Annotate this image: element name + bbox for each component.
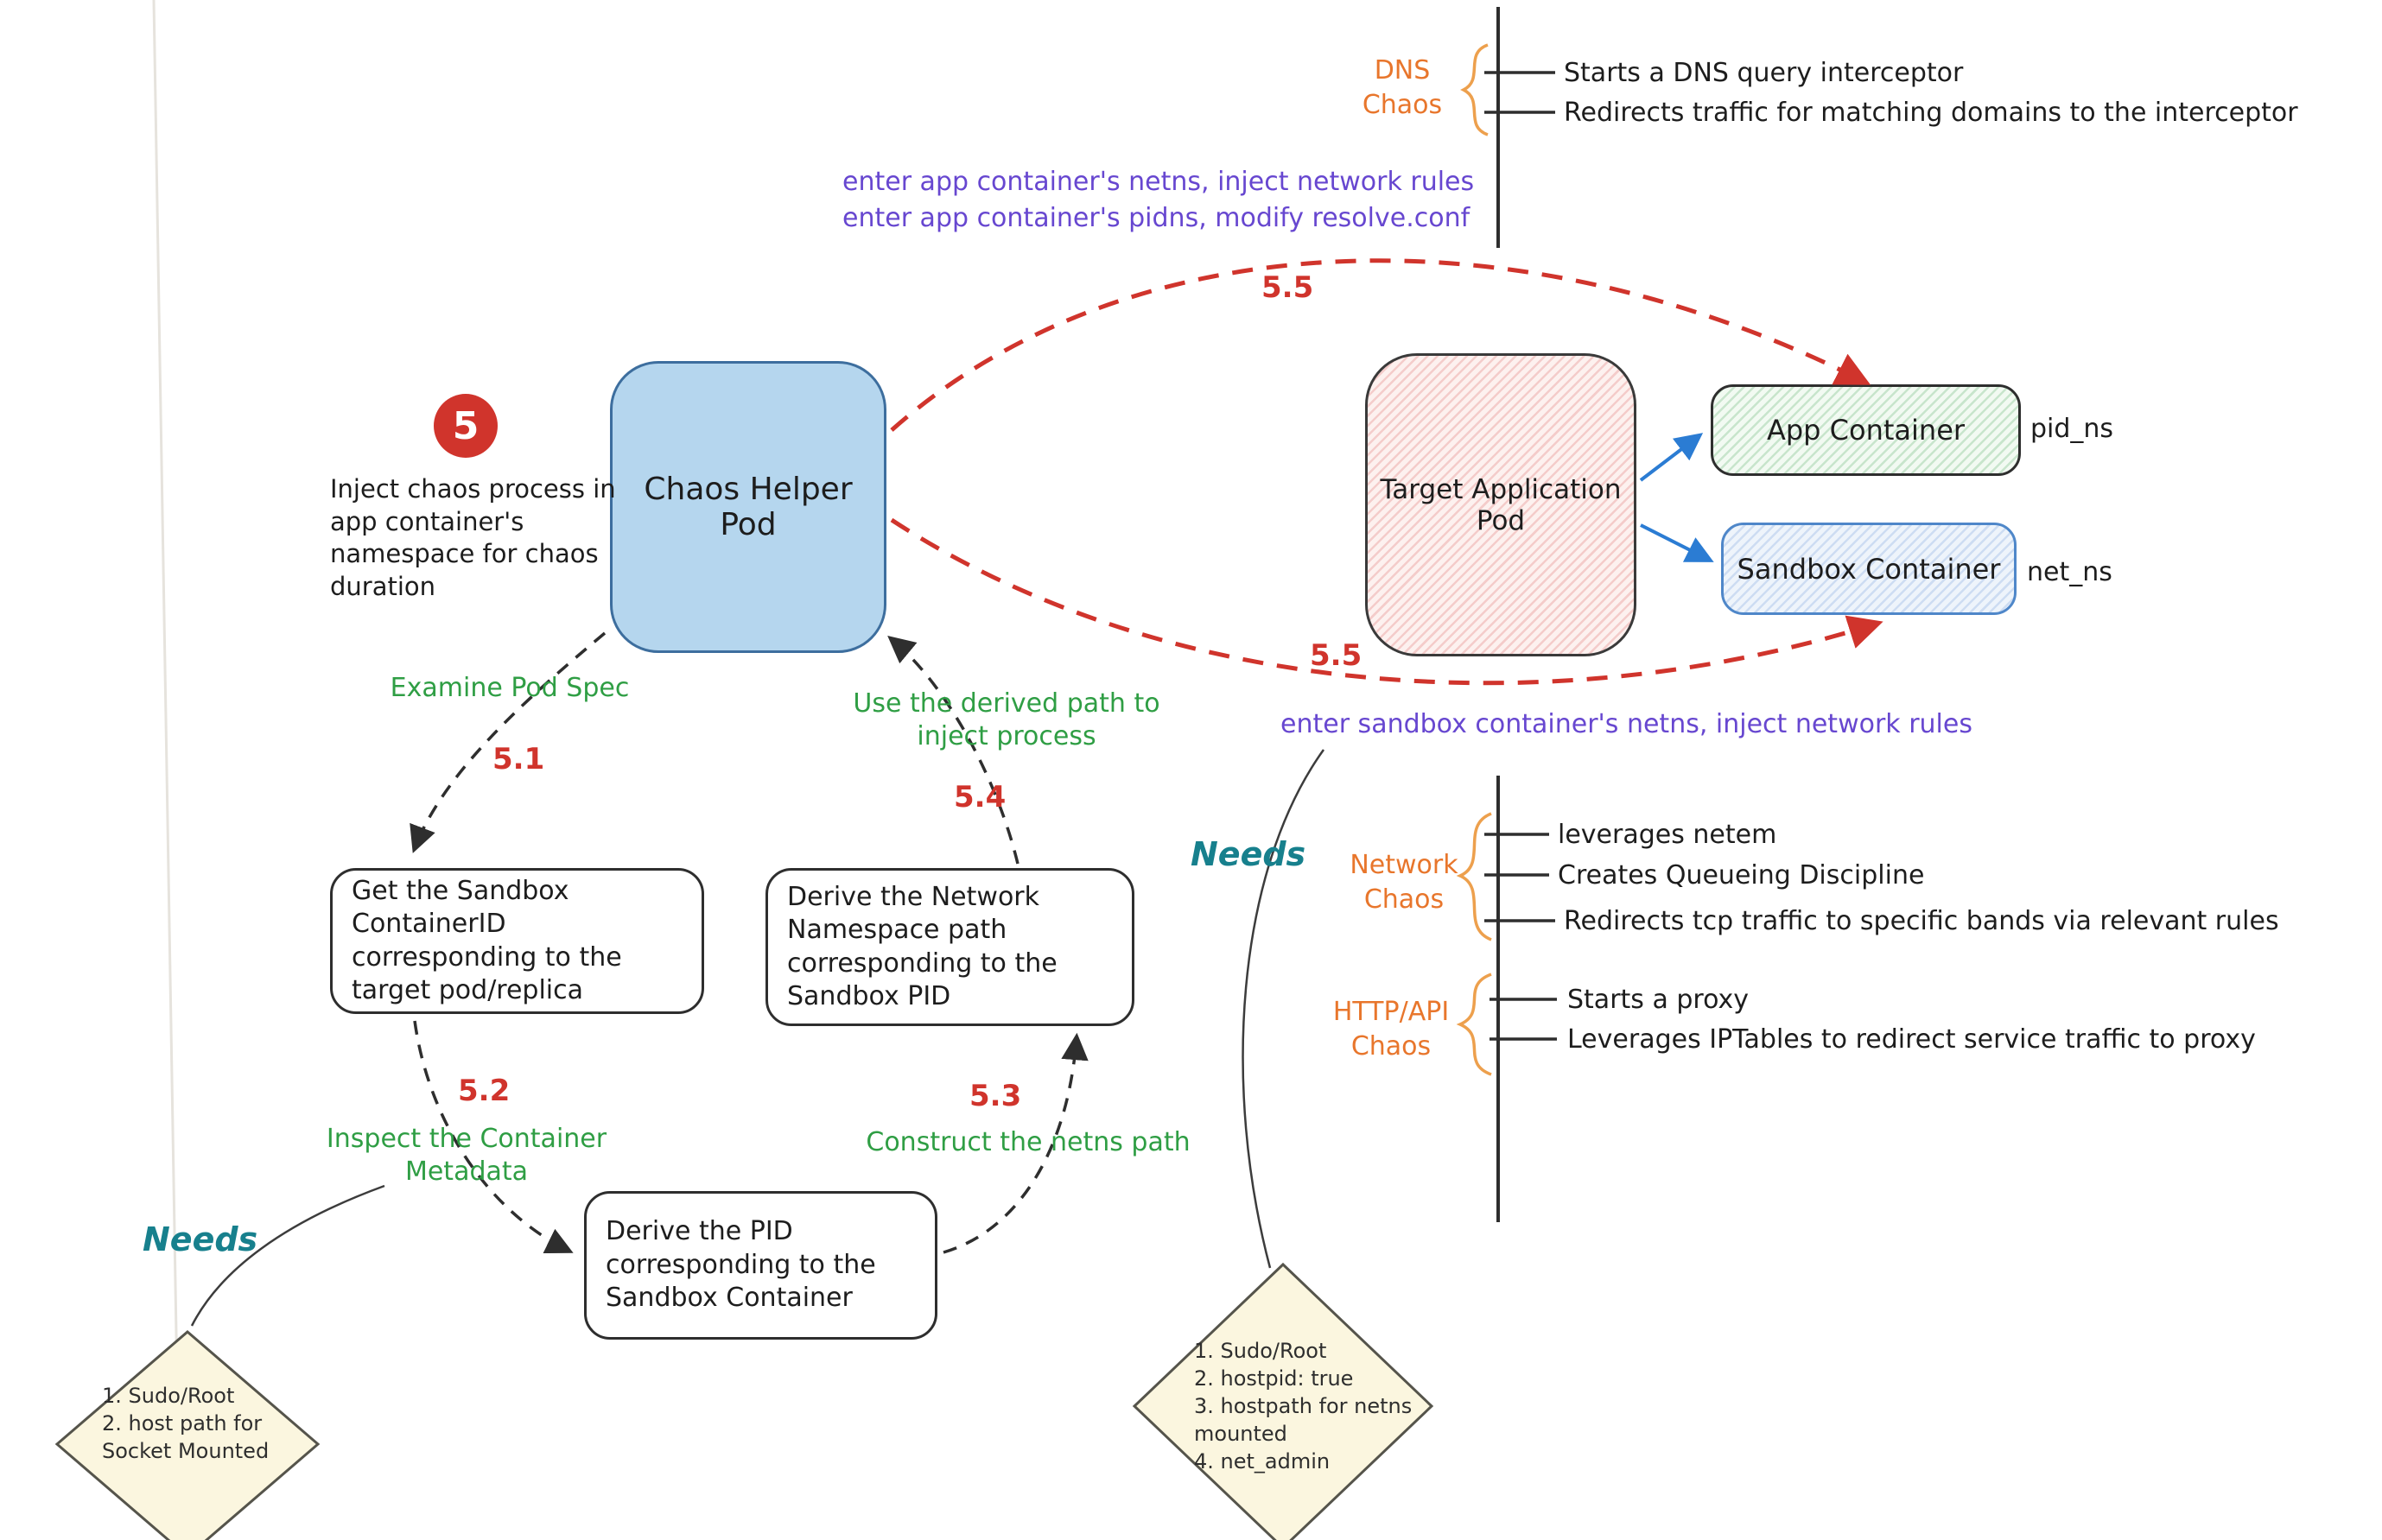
purple-note-app-netns: enter app container's netns, inject netw… bbox=[842, 167, 1475, 197]
edge-label-examine-pod-spec: Examine Pod Spec bbox=[390, 673, 630, 703]
process-box-derive-pid: Derive the PID corresponding to the Sand… bbox=[584, 1191, 937, 1340]
needs-curve-right bbox=[1242, 749, 1325, 1269]
step-badge-number: 5 bbox=[452, 403, 480, 448]
http-api-chaos-item-1: Starts a proxy bbox=[1567, 985, 1750, 1015]
step-label-5-1: 5.1 bbox=[492, 742, 545, 776]
edge-5-1-examine-pod-spec bbox=[410, 631, 607, 853]
dns-chaos-label: DNS Chaos bbox=[1362, 55, 1443, 120]
edge-label-inspect-container-metadata: Inspect the Container Metadata bbox=[326, 1124, 607, 1187]
network-chaos-item-1: leverages netem bbox=[1558, 820, 1777, 850]
process-box-get-sandbox-id: Get the Sandbox ContainerID correspondin… bbox=[330, 868, 704, 1014]
annotation-inject-chaos: Inject chaos process in app container's … bbox=[330, 474, 616, 602]
brace-dns-chaos bbox=[1460, 43, 1489, 136]
dns-chaos-item-1: Starts a DNS query interceptor bbox=[1564, 58, 1964, 88]
edge-label-use-derived-path: Use the derived path to inject process bbox=[853, 688, 1160, 751]
needs-diamond-right bbox=[1132, 1262, 1434, 1540]
step-label-5-5-top: 5.5 bbox=[1261, 270, 1314, 305]
needs-label-right: Needs bbox=[1191, 835, 1306, 873]
sandbox-container-node: Sandbox Container bbox=[1721, 523, 2017, 615]
pid-ns-label: pid_ns bbox=[2030, 414, 2114, 444]
purple-note-sandbox-netns: enter sandbox container's netns, inject … bbox=[1280, 709, 1972, 739]
app-container-label: App Container bbox=[1766, 414, 1966, 447]
needs-label-left: Needs bbox=[143, 1220, 258, 1258]
chaos-helper-pod-node: Chaos Helper Pod bbox=[610, 361, 886, 653]
edge-label-construct-netns-path: Construct the netns path bbox=[866, 1127, 1191, 1157]
process-box-derive-pid-text: Derive the PID corresponding to the Sand… bbox=[606, 1216, 876, 1314]
brace-network-chaos bbox=[1456, 812, 1492, 941]
target-application-pod-node: Target Application Pod bbox=[1365, 353, 1636, 656]
network-chaos-label: Network Chaos bbox=[1350, 850, 1458, 915]
needs-diamond-left bbox=[54, 1330, 321, 1540]
step-label-5-2: 5.2 bbox=[458, 1074, 511, 1108]
needs-curve-left bbox=[190, 1184, 385, 1327]
network-chaos-item-3: Redirects tcp traffic to specific bands … bbox=[1564, 906, 2279, 936]
stray-sketch-line bbox=[152, 0, 181, 1540]
purple-note-app-pidns: enter app container's pidns, modify reso… bbox=[842, 203, 1470, 233]
needs-diamond-right-text: 1. Sudo/Root 2. hostpid: true 3. hostpat… bbox=[1194, 1339, 1413, 1473]
target-application-pod-label: Target Application Pod bbox=[1380, 473, 1622, 536]
edge-5-4-inject-process bbox=[887, 635, 1019, 865]
network-chaos-item-2: Creates Queueing Discipline bbox=[1558, 860, 1925, 890]
edge-5-3-construct-netns-path bbox=[943, 1032, 1089, 1254]
step-label-5-4: 5.4 bbox=[954, 780, 1007, 814]
edge-target-to-sandbox-container bbox=[1640, 523, 1714, 562]
edge-target-to-app-container bbox=[1639, 433, 1704, 482]
chaos-helper-pod-label: Chaos Helper Pod bbox=[644, 472, 853, 542]
process-box-get-sandbox-id-text: Get the Sandbox ContainerID correspondin… bbox=[352, 875, 622, 1005]
http-api-chaos-item-2: Leverages IPTables to redirect service t… bbox=[1567, 1024, 2256, 1055]
edge-5-5-to-sandbox-container bbox=[890, 517, 1883, 686]
step-badge: 5 bbox=[434, 394, 498, 458]
dns-chaos-item-2: Redirects traffic for matching domains t… bbox=[1564, 98, 2298, 128]
step-label-5-3: 5.3 bbox=[969, 1079, 1022, 1113]
process-box-derive-netns-path-text: Derive the Network Namespace path corres… bbox=[787, 881, 1058, 1011]
net-ns-label: net_ns bbox=[2027, 557, 2112, 587]
needs-diamond-left-text: 1. Sudo/Root 2. host path for Socket Mou… bbox=[102, 1384, 270, 1463]
sandbox-container-label: Sandbox Container bbox=[1737, 552, 2001, 586]
process-box-derive-netns-path: Derive the Network Namespace path corres… bbox=[765, 868, 1134, 1026]
edge-5-2-inspect-metadata bbox=[413, 1020, 574, 1254]
edge-5-5-to-app-container bbox=[890, 258, 1871, 432]
brace-http-api-chaos bbox=[1456, 973, 1492, 1076]
http-api-chaos-label: HTTP/API Chaos bbox=[1332, 997, 1450, 1062]
step-label-5-5-bottom: 5.5 bbox=[1310, 638, 1363, 673]
app-container-node: App Container bbox=[1711, 384, 2021, 476]
